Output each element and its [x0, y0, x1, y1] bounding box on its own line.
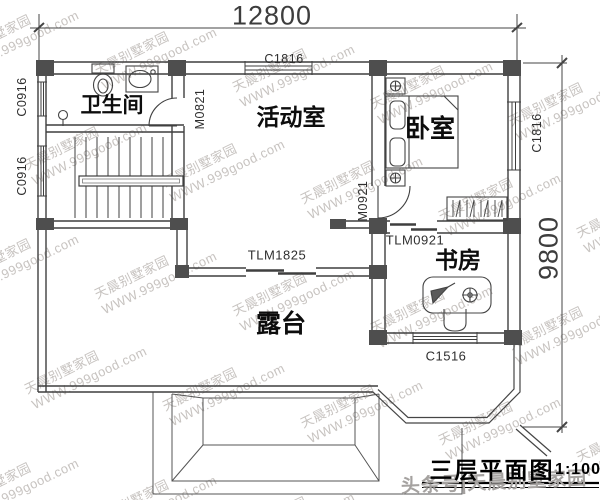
label-door-m0821: M0821 — [193, 88, 207, 130]
desk-phone-icon — [462, 287, 478, 303]
room-label-study: 书房 — [435, 247, 481, 273]
desk-icon — [422, 276, 492, 314]
door-m0821 — [148, 97, 178, 127]
window-c1816-right — [507, 101, 521, 171]
doors — [148, 97, 437, 275]
bathroom-fixtures — [57, 63, 159, 126]
label-door-m0921: M0921 — [356, 180, 370, 222]
lower-roof-outline — [152, 392, 463, 495]
window-c1816-top — [244, 61, 313, 75]
desk-lamp-icon — [430, 282, 456, 305]
window-c0916-lower — [37, 145, 47, 197]
bedroom-furniture — [385, 77, 508, 221]
label-window-c0916-lower: C0916 — [15, 156, 29, 196]
wardrobe-icon — [446, 196, 508, 221]
room-label-terrace: 露台 — [255, 310, 307, 338]
nightstand-icon — [385, 77, 406, 95]
plan-title: 三层平面图 — [429, 457, 555, 483]
stair-handrail — [78, 175, 184, 187]
dimension-lines — [30, 14, 568, 433]
walls — [37, 61, 521, 393]
door-m0921 — [377, 185, 411, 219]
sink-icon — [125, 65, 159, 93]
floor-drain-icon — [57, 109, 69, 126]
room-label-bedroom: 卧室 — [404, 115, 456, 143]
window-c0916-upper — [37, 81, 47, 117]
study-furniture — [422, 276, 492, 332]
window-c1516-study — [412, 332, 478, 344]
room-label-activity: 活动室 — [256, 104, 326, 130]
label-window-c1516: C1516 — [425, 348, 467, 364]
bay-window-outline — [372, 345, 552, 457]
windows — [37, 61, 521, 344]
staircase — [74, 137, 184, 218]
bed-icon — [385, 95, 459, 169]
title-underline — [422, 481, 599, 488]
plan-scale: 1:100 — [555, 461, 600, 478]
room-label-bathroom: 卫生间 — [80, 94, 144, 117]
toilet-icon — [91, 63, 115, 97]
label-sliding-door-tlm0921: TLM0921 — [385, 232, 445, 248]
chair-icon — [443, 309, 467, 332]
columns — [36, 60, 522, 345]
nightstand-icon-2 — [385, 169, 406, 187]
dimension-top-width: 12800 — [231, 0, 313, 31]
label-window-c1816-top: C1816 — [264, 52, 304, 66]
label-window-c1816-right: C1816 — [530, 113, 544, 153]
sliding-door-tlm0921 — [390, 223, 437, 231]
label-sliding-door-tlm1825: TLM1825 — [247, 247, 307, 263]
sliding-door-tlm1825 — [246, 269, 316, 275]
dimension-right-height: 9800 — [533, 215, 564, 281]
label-window-c0916-upper: C0916 — [15, 77, 29, 117]
